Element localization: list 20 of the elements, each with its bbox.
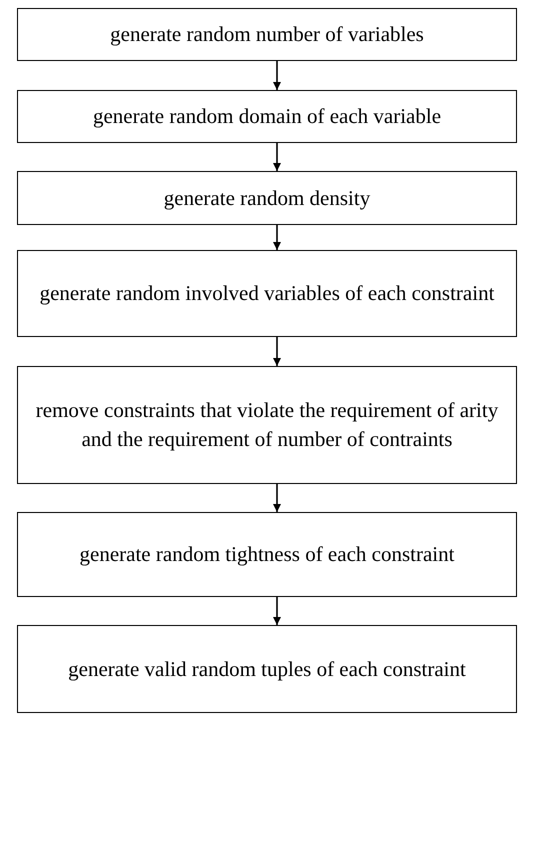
step-text: generate random number of variables [110,21,424,48]
arrow [273,484,281,512]
step-text: generate random involved variables of each constraint [40,280,494,307]
arrow [273,225,281,250]
process-box [17,250,517,337]
process-box [17,512,517,597]
process-box [17,171,517,225]
arrow [273,143,281,171]
arrow [273,61,281,90]
arrow [273,597,281,625]
step-text: remove constraints that violate the requirement of arity and the requirement of number of contraints [34,397,500,453]
step-text: generate random density [164,184,370,212]
process-box [17,366,517,484]
step-text: generate random domain of each variable [92,103,442,130]
process-box [17,90,517,143]
process-box [17,8,517,61]
step-text: generate random tightness of each constraint [80,541,454,568]
step-text: generate valid random tuples of each constraint [68,656,466,682]
process-box [17,625,517,713]
arrow [273,337,281,366]
